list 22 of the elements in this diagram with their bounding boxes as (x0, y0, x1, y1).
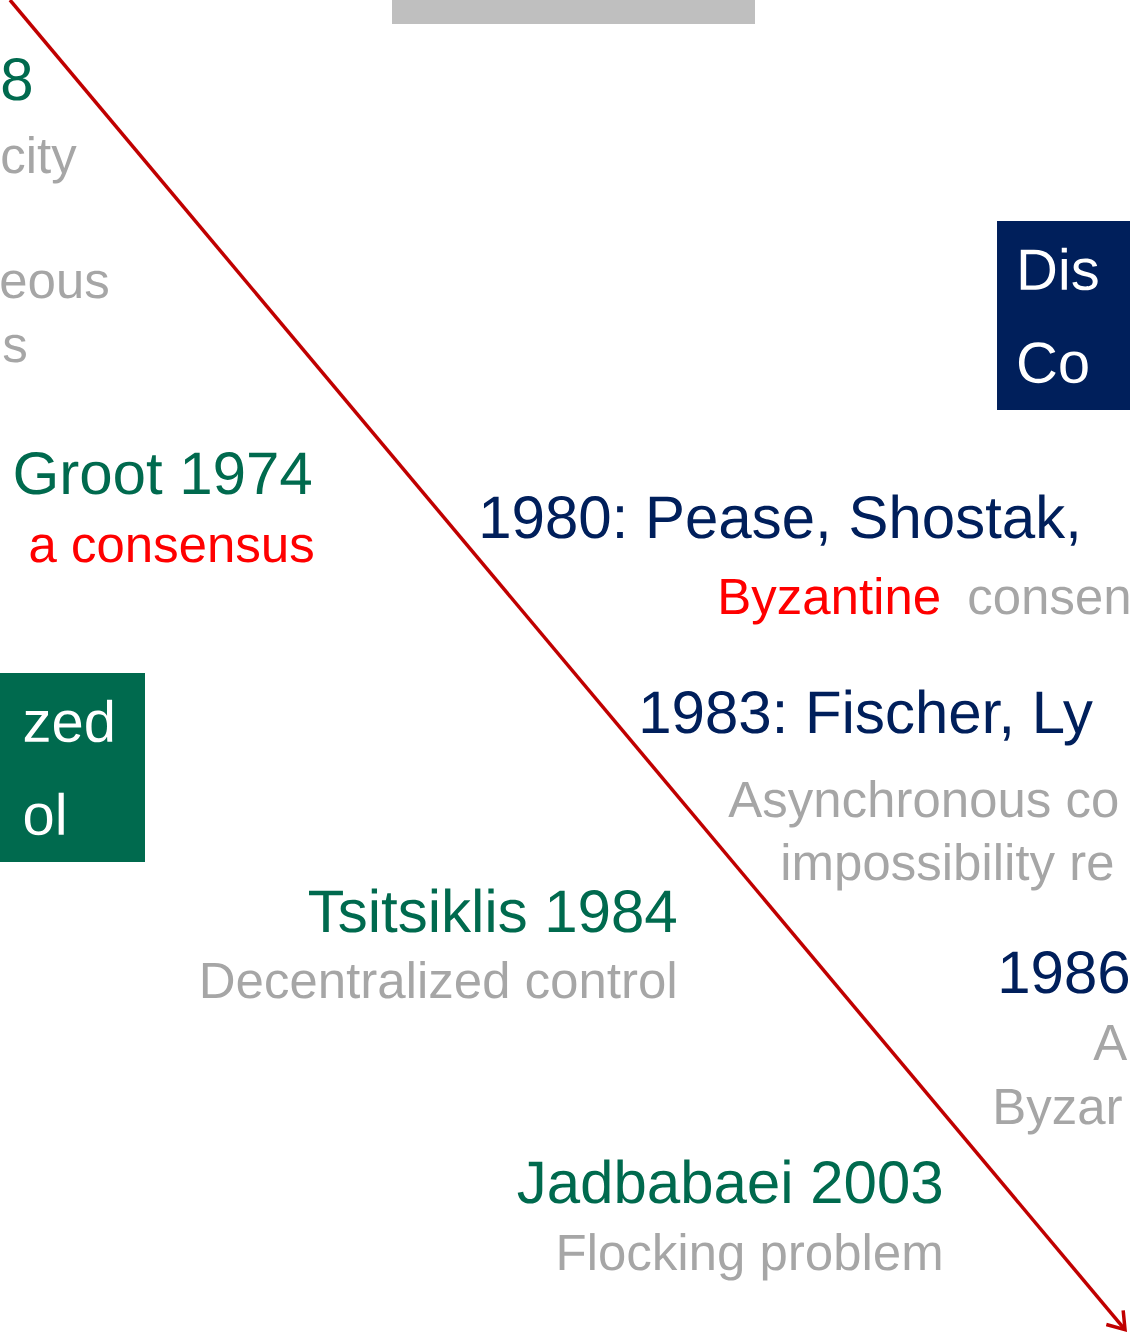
label-text: A (1093, 1024, 1128, 1060)
label-text: Byzar (996, 1088, 1122, 1135)
label-text: 1983: Fischer, Ly (642, 689, 1093, 746)
banner-shape (392, 0, 755, 24)
label-text: s (3, 334, 26, 363)
label-text: Groot 1974 (15, 452, 311, 495)
label-text: 8 (2, 58, 31, 101)
label-text: 1980: Pease, Shostak, (482, 494, 1077, 546)
label-text: consen (969, 586, 1129, 615)
label-text: Flocking problem (559, 1233, 941, 1281)
label-text: impossibility re (783, 843, 1113, 891)
label-text: city (2, 136, 77, 184)
label-text: Byzantine (721, 577, 939, 625)
label-text: eous (1, 270, 108, 299)
label-text: Tsitsiklis 1984 (309, 888, 676, 933)
label-text: Jadbabaei 2003 (517, 1159, 941, 1204)
label-text: 1986 (1001, 951, 1129, 994)
title-box: Dis Co (997, 221, 1130, 410)
label-text: Decentralized control (202, 961, 675, 999)
title-box: zed ol (0, 673, 145, 862)
label-text: a consensus (30, 534, 313, 563)
label-text: Asynchronous co (728, 780, 1118, 828)
